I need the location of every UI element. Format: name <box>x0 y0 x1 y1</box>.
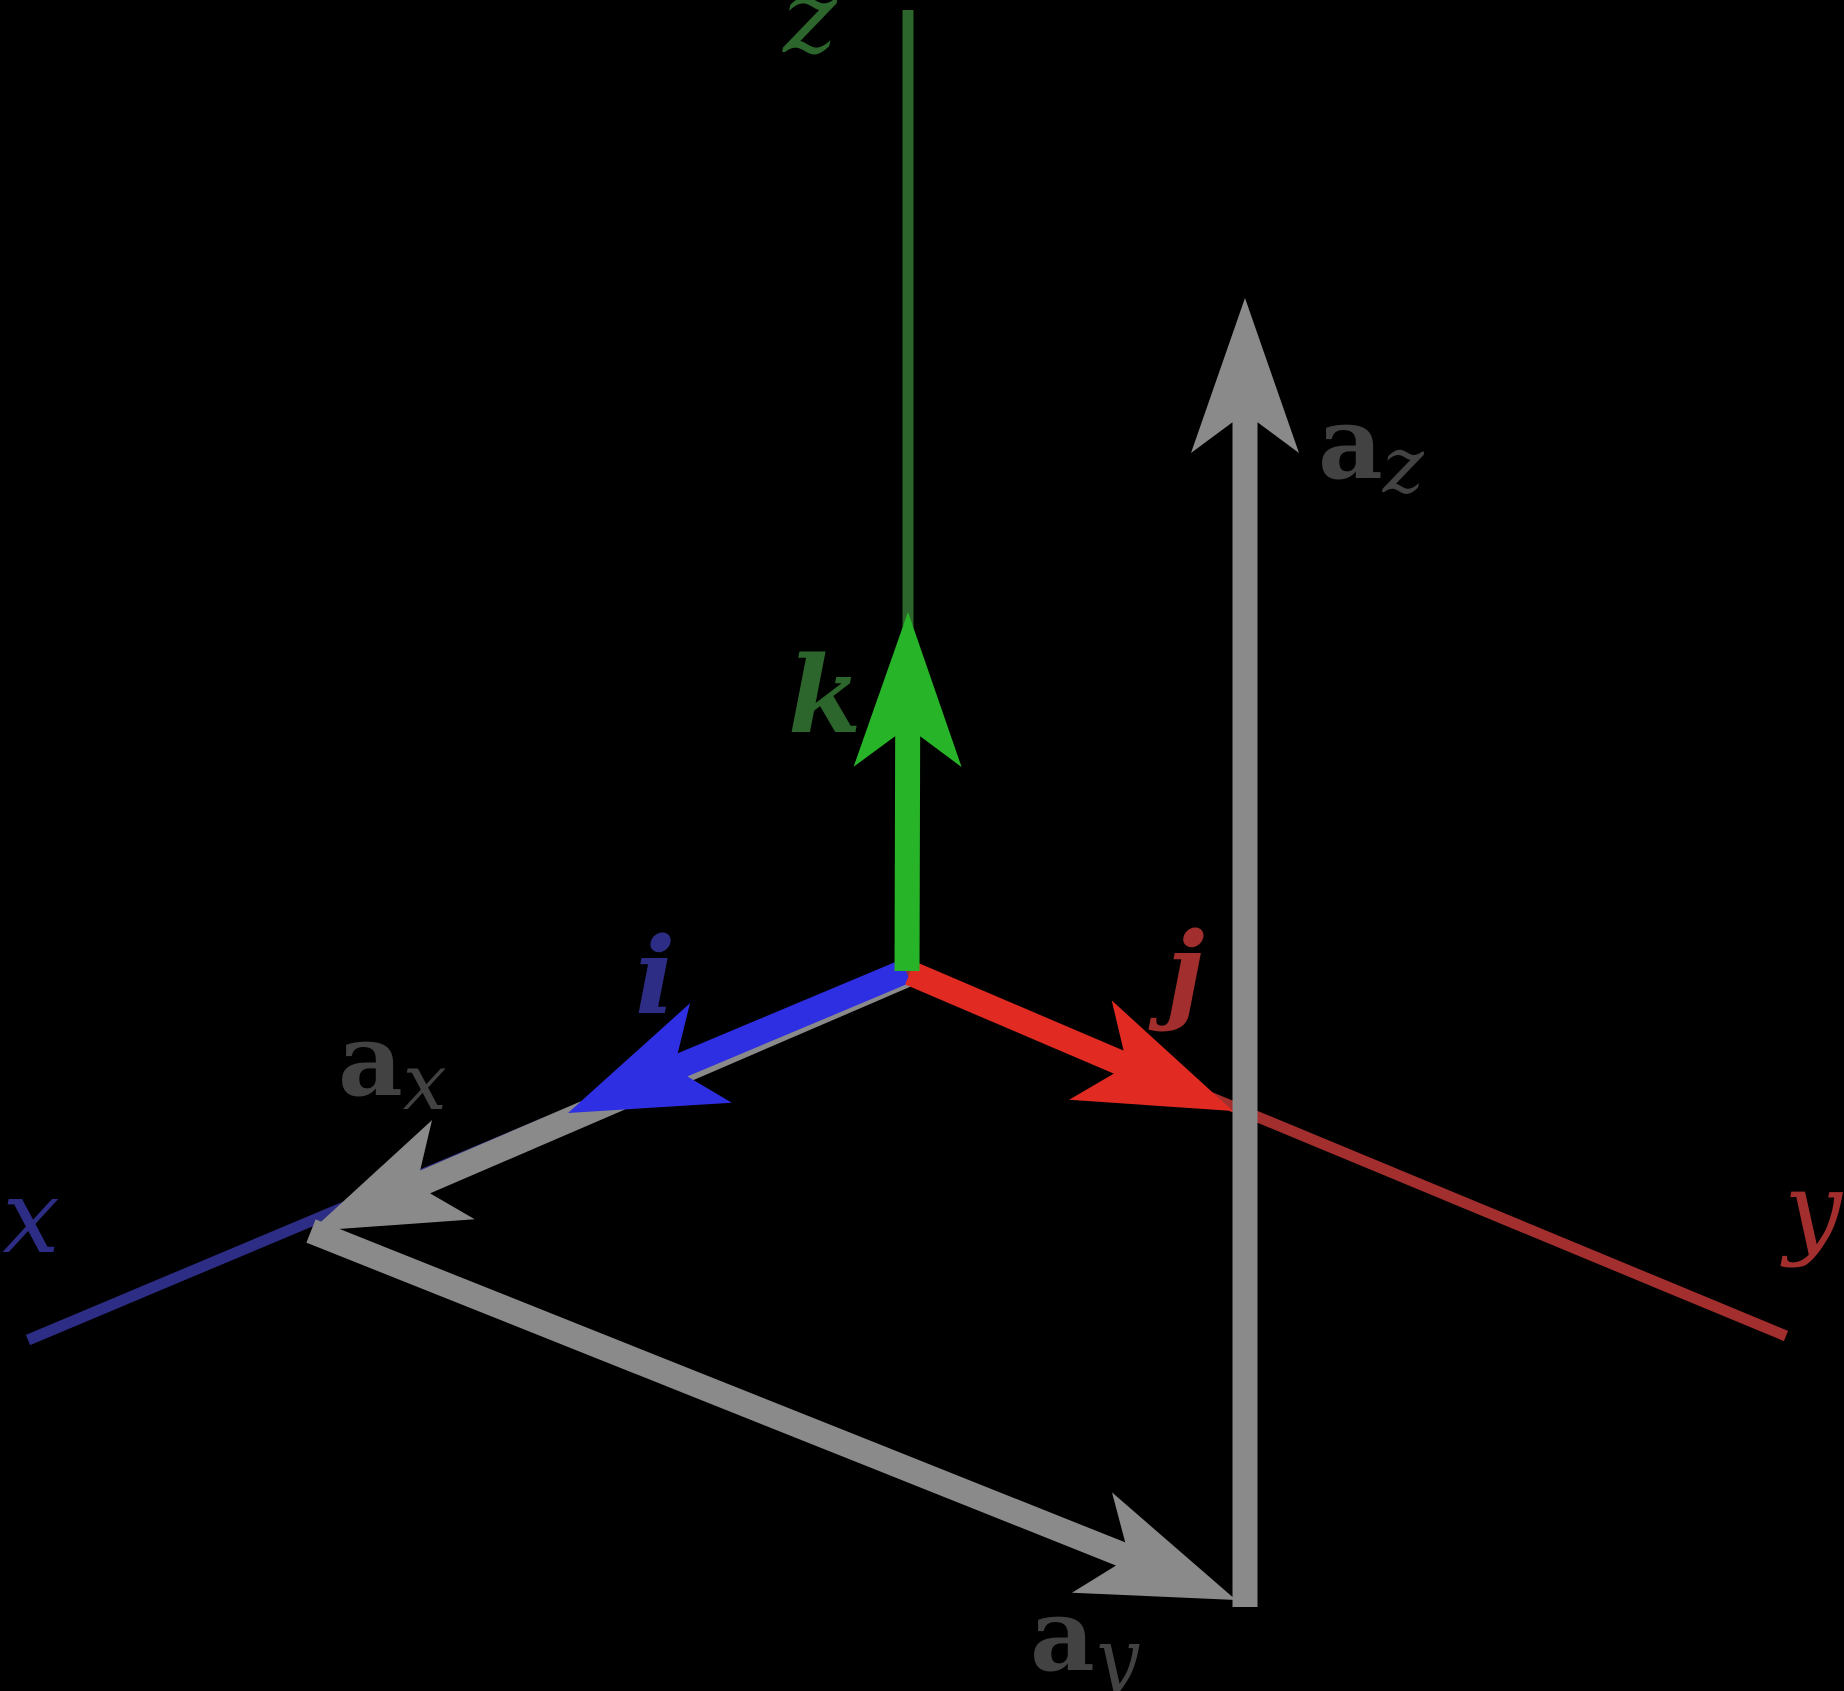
y-axis-label: y <box>1780 1151 1843 1270</box>
a_z-label-subscript: z <box>1382 421 1425 511</box>
a_x-label-subscript: x <box>403 1038 447 1128</box>
k-arrow-shaft <box>894 727 921 971</box>
a_x-label: ax <box>338 1001 447 1128</box>
a_x-arrow-head <box>311 1120 475 1231</box>
a_y-label: ay <box>1030 1576 1140 1691</box>
a_y-arrow-shaft <box>306 1219 1134 1569</box>
a_z-label: az <box>1318 384 1425 511</box>
i-arrow-head <box>568 1003 732 1113</box>
a_z-label-base: a <box>1318 384 1383 502</box>
a_y-label-subscript: y <box>1092 1613 1140 1691</box>
a_x-label-base: a <box>338 1001 403 1119</box>
j-arrow-head <box>1069 1000 1233 1111</box>
i-arrow-shaft <box>669 959 911 1080</box>
i-label: i <box>635 913 675 1038</box>
x-axis-label: x <box>2 1158 60 1277</box>
k-label: k <box>788 632 861 757</box>
z-axis-label: z <box>782 0 838 77</box>
j-arrow-shaft <box>905 961 1133 1078</box>
a_y-label-base: a <box>1030 1576 1095 1691</box>
a_y-arrow-head <box>1072 1492 1236 1600</box>
a_z-arrow-head <box>1191 298 1299 453</box>
k-arrow-head <box>853 612 962 768</box>
a_z-arrow-shaft <box>1232 413 1258 1607</box>
